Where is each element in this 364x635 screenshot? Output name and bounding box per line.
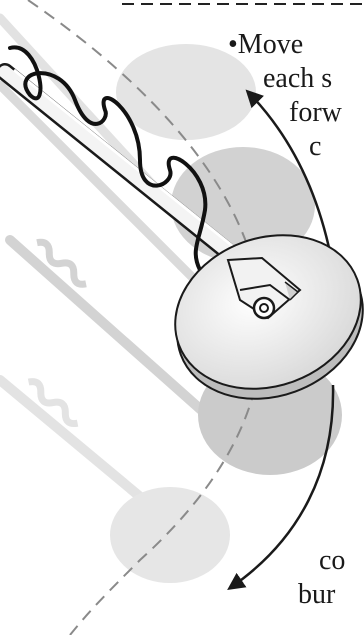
caption-line: c — [309, 132, 321, 162]
caption-line: co — [319, 546, 345, 576]
caption-line: each s — [263, 64, 332, 94]
caption-line: forw — [289, 98, 342, 128]
caption-line: •Move — [228, 30, 303, 60]
caption-line: bur — [298, 580, 335, 610]
